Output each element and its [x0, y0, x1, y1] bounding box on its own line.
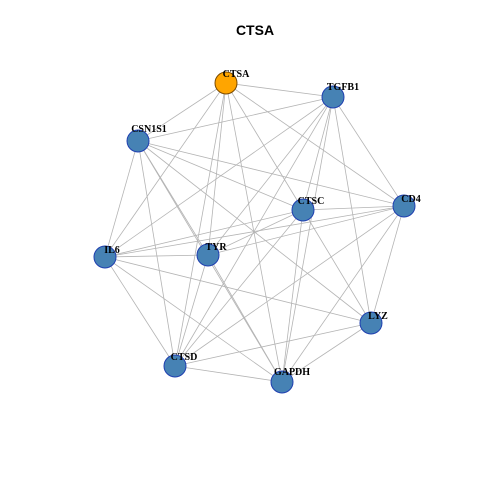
node-label-tyr: TYR [205, 242, 227, 253]
edge-tgfb1-csn1s1 [137, 96, 334, 142]
edge-ctsc-lyz [302, 209, 372, 324]
edge-ctsc-ctsd [174, 209, 304, 367]
node-ctsd[interactable] [163, 354, 187, 378]
node-cd4[interactable] [392, 194, 416, 218]
edge-ctsc-il6 [104, 209, 304, 258]
edge-ctsa-tgfb1 [225, 82, 334, 98]
edge-ctsa-gapdh [225, 82, 283, 383]
edge-il6-gapdh [104, 256, 283, 383]
node-lyz[interactable] [359, 311, 383, 335]
node-label-tgfb1: TGFB1 [327, 82, 359, 93]
node-label-gapdh: GAPDH [274, 367, 310, 378]
edge-csn1s1-lyz [137, 140, 372, 324]
node-ctsc[interactable] [291, 198, 315, 222]
edge-tgfb1-lyz [332, 96, 372, 324]
nodes-layer [93, 71, 416, 394]
edge-cd4-il6 [104, 205, 405, 258]
edge-lyz-gapdh [281, 322, 372, 383]
node-gapdh[interactable] [270, 370, 294, 394]
edge-cd4-ctsd [174, 205, 405, 367]
edge-csn1s1-il6 [104, 140, 139, 258]
edges-layer [104, 82, 405, 383]
edge-csn1s1-ctsc [137, 140, 304, 211]
node-ctsa[interactable] [214, 71, 238, 95]
edge-ctsa-il6 [104, 82, 227, 258]
node-csn1s1[interactable] [126, 129, 150, 153]
edge-cd4-gapdh [281, 205, 405, 383]
node-label-ctsa: CTSA [223, 69, 250, 80]
node-label-csn1s1: CSN1S1 [131, 124, 167, 135]
node-label-ctsc: CTSC [298, 196, 325, 207]
edge-il6-lyz [104, 256, 372, 324]
node-tgfb1[interactable] [321, 85, 345, 109]
edge-ctsa-csn1s1 [137, 82, 227, 142]
edge-cd4-lyz [370, 205, 405, 324]
edge-ctsa-cd4 [225, 82, 405, 207]
edge-ctsa-tyr [207, 82, 227, 256]
edge-tyr-ctsd [174, 254, 209, 367]
edge-cd4-tyr [207, 205, 405, 256]
node-label-lyz: LYZ [368, 311, 388, 322]
edge-tgfb1-il6 [104, 96, 334, 258]
edge-ctsc-gapdh [281, 209, 304, 383]
edge-il6-ctsd [104, 256, 176, 367]
edge-ctsc-cd4 [302, 205, 405, 211]
edge-csn1s1-ctsd [137, 140, 176, 367]
node-tyr[interactable] [196, 243, 220, 267]
edge-il6-tyr [104, 254, 209, 258]
edge-tyr-gapdh [207, 254, 283, 383]
node-il6[interactable] [93, 245, 117, 269]
edge-tgfb1-cd4 [332, 96, 405, 207]
edge-tgfb1-tyr [207, 96, 334, 256]
node-label-ctsd: CTSD [171, 352, 198, 363]
edge-lyz-ctsd [174, 322, 372, 367]
diagram-title: CTSA [236, 22, 274, 38]
edge-tgfb1-ctsc [302, 96, 334, 211]
edge-ctsd-gapdh [174, 365, 283, 383]
node-label-cd4: CD4 [401, 194, 420, 205]
edge-ctsc-tyr [207, 209, 304, 256]
node-label-il6: IL6 [104, 245, 120, 256]
edge-tgfb1-gapdh [281, 96, 334, 383]
edge-ctsa-ctsc [225, 82, 304, 211]
edge-ctsa-ctsd [174, 82, 227, 367]
edge-csn1s1-cd4 [137, 140, 405, 207]
